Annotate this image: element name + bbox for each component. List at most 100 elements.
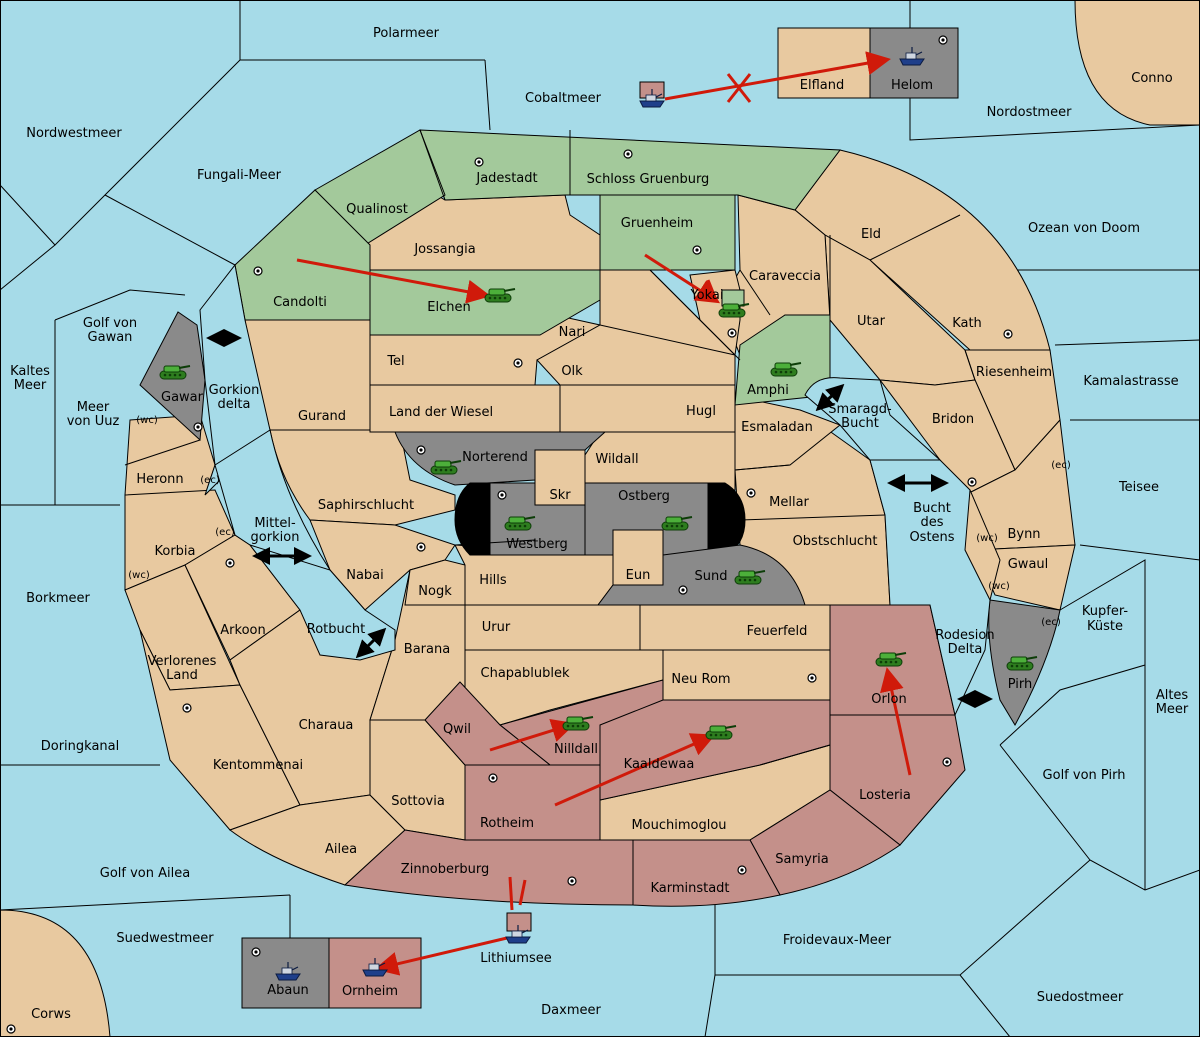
label-hugl: Hugl [686,404,716,419]
label-gruenheim: Gruenheim [621,216,693,231]
coast-tag-wc: (wc) [976,533,998,544]
label-mouchimoglou: Mouchimoglou [631,818,726,833]
label-bucht-des-ostens-2: des [920,515,943,530]
region-conno[interactable] [1074,0,1200,126]
label-kupfer-kueste-2: Küste [1087,619,1123,634]
label-ozean-von-doom: Ozean von Doom [1028,221,1140,236]
supply-center-icon [692,245,702,255]
move-arrow [664,51,891,101]
region-qwil[interactable] [424,681,552,766]
label-jossangia: Jossangia [413,242,475,257]
connections [206,329,993,708]
region-amphi[interactable] [734,314,831,406]
region-corws[interactable] [0,909,111,1037]
double-arrow-icon [355,627,387,659]
label-rotbucht: Rotbucht [307,622,365,637]
supply-center-icon [474,157,484,167]
label-qwil: Qwil [443,722,471,737]
label-fungali-meer: Fungali-Meer [197,168,282,183]
label-ailea: Ailea [325,842,357,857]
label-eld: Eld [861,227,881,242]
label-gorkion-delta-1: Gorkion [209,383,260,398]
label-heronn: Heronn [136,472,183,487]
coast-tag-wc: (wc) [128,570,150,581]
label-land-der-wiesel: Land der Wiesel [389,405,493,420]
internal-borders [124,129,976,766]
label-gurand: Gurand [298,409,346,424]
supply-center-icon [416,542,426,552]
move-arrow [374,936,508,976]
label-sottovia: Sottovia [391,794,445,809]
supply-center-icon [6,1024,16,1034]
coast-tag-ec: (ec) [215,527,235,538]
label-arkoon: Arkoon [220,623,265,638]
label-mittelgorkion-2: gorkion [251,530,300,545]
label-saphirschlucht: Saphirschlucht [318,498,414,513]
label-nilldall: Nilldall [554,742,598,757]
label-karminstadt: Karminstadt [650,881,729,896]
region-samyria[interactable] [749,789,901,896]
supply-center-icon [967,477,977,487]
supply-center-icon [746,488,756,498]
double-arrow-icon [815,383,845,412]
coast-tag-wc: (wc) [136,415,158,426]
region-sund[interactable] [597,544,806,606]
label-yokai: Yokai [689,288,723,303]
label-riesenheim: Riesenheim [976,365,1052,380]
supply-center-icon [1003,329,1013,339]
supply-center-icon [678,585,688,595]
label-urur: Urur [482,620,511,635]
label-kath: Kath [952,316,982,331]
label-elchen: Elchen [427,300,470,315]
label-elfland: Elfland [800,78,844,93]
label-daxmeer: Daxmeer [541,1003,601,1018]
label-rodesion-delta-2: Delta [948,642,983,657]
label-neu-rom: Neu Rom [671,672,730,687]
label-gorkion-delta-2: delta [218,397,251,412]
region-gruenheim[interactable] [599,194,736,271]
label-golf-von-gawan-1: Golf von [83,316,137,331]
label-nordwestmeer: Nordwestmeer [26,126,122,141]
label-golf-von-pirh: Golf von Pirh [1043,768,1126,783]
label-helom: Helom [891,78,933,93]
label-kamalastrasse: Kamalastrasse [1083,374,1178,389]
hold-mark [518,879,527,906]
supply-center-icon [737,865,747,875]
label-bridon: Bridon [932,412,974,427]
region-losteria[interactable] [829,714,966,846]
label-verlorenes-land-1: Verlorenes [148,654,217,669]
label-samyria: Samyria [775,852,829,867]
coast-tag-wc: (wc) [988,581,1010,592]
label-froidevaux-meer: Froidevaux-Meer [783,933,892,948]
move-arrow [296,258,491,304]
supply-center-icon [938,35,948,45]
label-polarmeer: Polarmeer [373,26,440,41]
label-eun: Eun [626,568,651,583]
supply-center-icon [488,773,498,783]
label-rodesion-delta-1: Rodesion [935,628,994,643]
label-nabai: Nabai [346,568,384,583]
label-conno: Conno [1131,71,1173,86]
label-mellar: Mellar [769,495,809,510]
label-amphi: Amphi [747,383,789,398]
label-smaragd-bucht-2: Bucht [841,416,879,431]
label-kentommenai: Kentommenai [213,758,303,773]
label-westberg: Westberg [506,537,568,552]
region-elfland[interactable] [777,27,871,99]
label-lithiumsee: Lithiumsee [480,951,551,966]
label-suedwestmeer: Suedwestmeer [116,931,214,946]
supply-centers [6,35,1013,1034]
label-ostberg: Ostberg [618,489,670,504]
supply-center-icon [251,947,261,957]
label-bucht-des-ostens-3: Ostens [909,530,954,545]
region-westberg-edge [454,482,491,556]
label-zinnoberburg: Zinnoberburg [401,862,489,877]
coast-tag-ec: (ec) [1041,617,1061,628]
supply-center-icon [193,422,203,432]
move-arrow [554,733,716,807]
region-karminstadt[interactable] [632,839,781,907]
label-ornheim: Ornheim [342,984,398,999]
label-teisee: Teisee [1118,480,1159,495]
supply-center-icon [513,358,523,368]
